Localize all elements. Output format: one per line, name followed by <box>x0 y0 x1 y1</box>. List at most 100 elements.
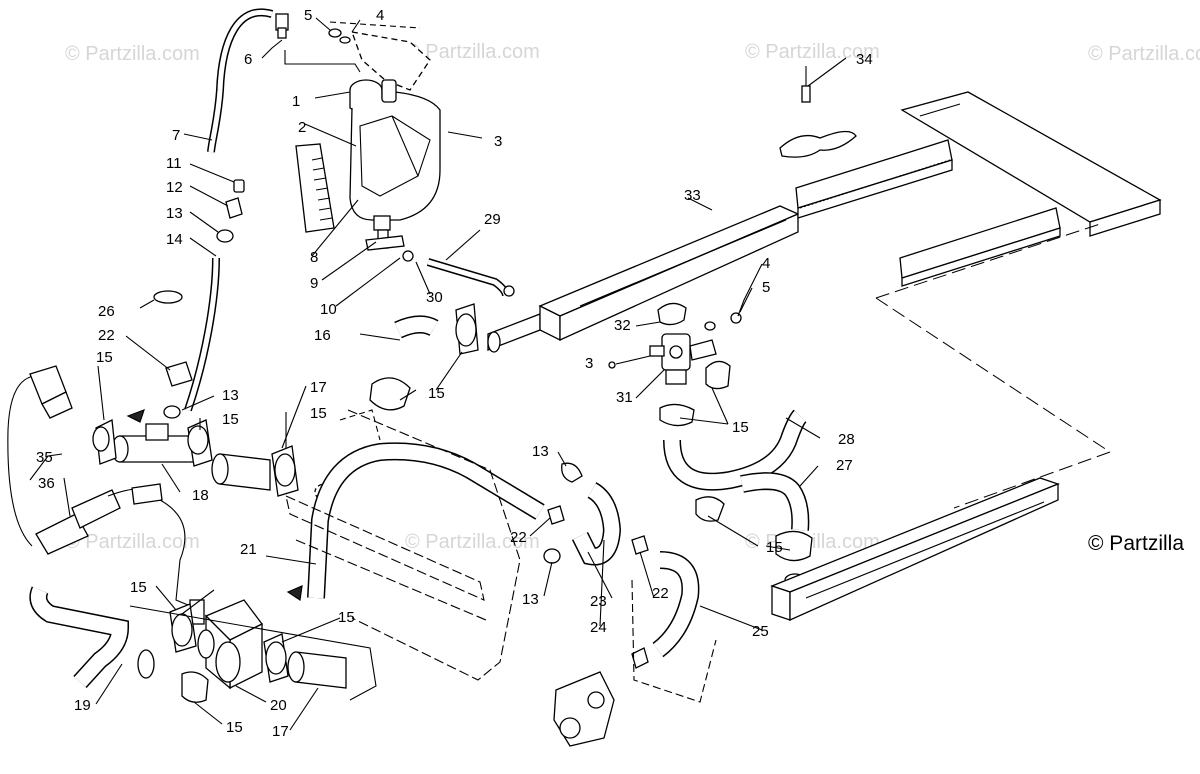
thermostat-housing <box>608 302 742 385</box>
callout-label: 36 <box>38 475 55 492</box>
callout-label: 15 <box>732 419 749 436</box>
callout-label: 15 <box>766 539 783 556</box>
watermark: © Partzilla.com <box>745 41 880 63</box>
callout-label: 4 <box>762 255 770 272</box>
hose-clamp <box>181 671 209 703</box>
callout-label: 33 <box>684 187 701 204</box>
callout-label: 2 <box>298 119 306 136</box>
callout-label: 4 <box>376 7 384 24</box>
callout-label: 15 <box>96 349 113 366</box>
arrow-marker <box>286 585 303 602</box>
hose-clamp <box>165 361 193 387</box>
callout-label: 3 <box>494 133 502 150</box>
hose-clamp <box>369 377 411 411</box>
callout-label: 16 <box>314 327 331 344</box>
callout-label: 17 <box>272 723 289 740</box>
temperature-sensor-harness <box>7 365 205 625</box>
engine-outlet-housing <box>197 599 263 690</box>
callout-label: 13 <box>166 205 183 222</box>
callout-label: 19 <box>74 697 91 714</box>
hose-clamp <box>561 462 583 483</box>
tank-bracket <box>328 21 431 91</box>
callout-label: 5 <box>762 279 770 296</box>
callout-label: 15 <box>428 385 445 402</box>
watermark: © Partzilla.com <box>65 43 200 65</box>
tunnel-heat-exchanger <box>795 91 1162 287</box>
callout-label: 35 <box>36 449 53 466</box>
hose-clamp <box>631 647 649 669</box>
arrow-marker <box>126 408 145 423</box>
callout-label: 30 <box>426 289 443 306</box>
hose-clamp <box>705 360 731 390</box>
callout-label: 11 <box>166 155 182 172</box>
fitting-stack <box>216 179 245 243</box>
callout-label: 15 <box>222 411 239 428</box>
hose-clamp <box>659 403 695 427</box>
callout-label: 24 <box>590 619 607 636</box>
callout-label: 15 <box>310 405 327 422</box>
hose-clamp <box>543 548 561 564</box>
hose-clamp <box>163 405 181 419</box>
callout-label: 29 <box>484 211 501 228</box>
callout-label: 14 <box>166 231 183 248</box>
callout-label: 1 <box>292 93 300 110</box>
drain-valve <box>365 229 414 262</box>
callout-labels: 1 2 3 3 4 4 5 5 6 7 8 9 10 11 12 13 13 1… <box>36 7 873 740</box>
mounting-pad <box>779 66 857 158</box>
callout-label: 5 <box>304 7 312 24</box>
callout-label: 10 <box>320 301 337 318</box>
callout-label: 9 <box>310 275 318 292</box>
callout-label: 13 <box>222 387 239 404</box>
callout-label: 27 <box>836 457 853 474</box>
hose-clamp <box>695 496 725 522</box>
callout-label: 22 <box>652 585 669 602</box>
callout-label: 28 <box>838 431 855 448</box>
callout-label: 6 <box>244 51 252 68</box>
callout-label: 12 <box>166 179 183 196</box>
callout-label: 17 <box>310 379 327 396</box>
callout-label: 18 <box>192 487 209 504</box>
bypass-hose <box>184 257 220 412</box>
callout-label: 8 <box>310 249 318 266</box>
callout-label: 15 <box>226 719 243 736</box>
watermark: © Partzilla.com <box>405 531 540 553</box>
callout-label: 13 <box>522 591 539 608</box>
callout-label: 20 <box>270 697 287 714</box>
copyright-text: © Partzilla <box>1088 532 1184 555</box>
hose-clamp <box>503 285 515 297</box>
tee-fitting <box>92 418 213 467</box>
spring-clamp <box>153 290 183 304</box>
parts-drawing <box>7 8 1162 747</box>
callout-label: 7 <box>172 127 180 144</box>
upper-heat-exchanger <box>487 205 800 353</box>
callout-label: 3 <box>585 355 593 372</box>
watermark: © Partzilla.com <box>1088 43 1200 65</box>
callout-label: 23 <box>590 593 607 610</box>
lower-heat-exchanger <box>770 477 1060 622</box>
hose-clamp <box>547 505 565 525</box>
callout-label: 22 <box>510 529 527 546</box>
chassis-frame-section <box>285 409 521 681</box>
hose-clamp <box>775 530 813 562</box>
water-pump <box>553 671 615 747</box>
vent-fitting <box>275 13 289 39</box>
callout-label: 25 <box>752 623 769 640</box>
leader-lines <box>29 17 847 731</box>
outlet-hose <box>29 586 130 689</box>
hose-clamp <box>631 535 649 555</box>
callout-label: 34 <box>856 51 873 68</box>
watermark: © Partzilla.com <box>405 41 540 63</box>
coolant-level-decal <box>295 143 335 233</box>
watermark: © Partzilla.com <box>65 531 200 553</box>
assembly-guide <box>875 223 1111 509</box>
callout-label: 22 <box>98 327 115 344</box>
callout-label: 32 <box>614 317 631 334</box>
callout-label: 26 <box>98 303 115 320</box>
callout-label: 21 <box>240 541 257 558</box>
callout-label: 15 <box>338 609 355 626</box>
callout-label: 15 <box>130 579 147 596</box>
callout-label: 31 <box>616 389 633 406</box>
coolant-reservoir <box>349 79 441 231</box>
